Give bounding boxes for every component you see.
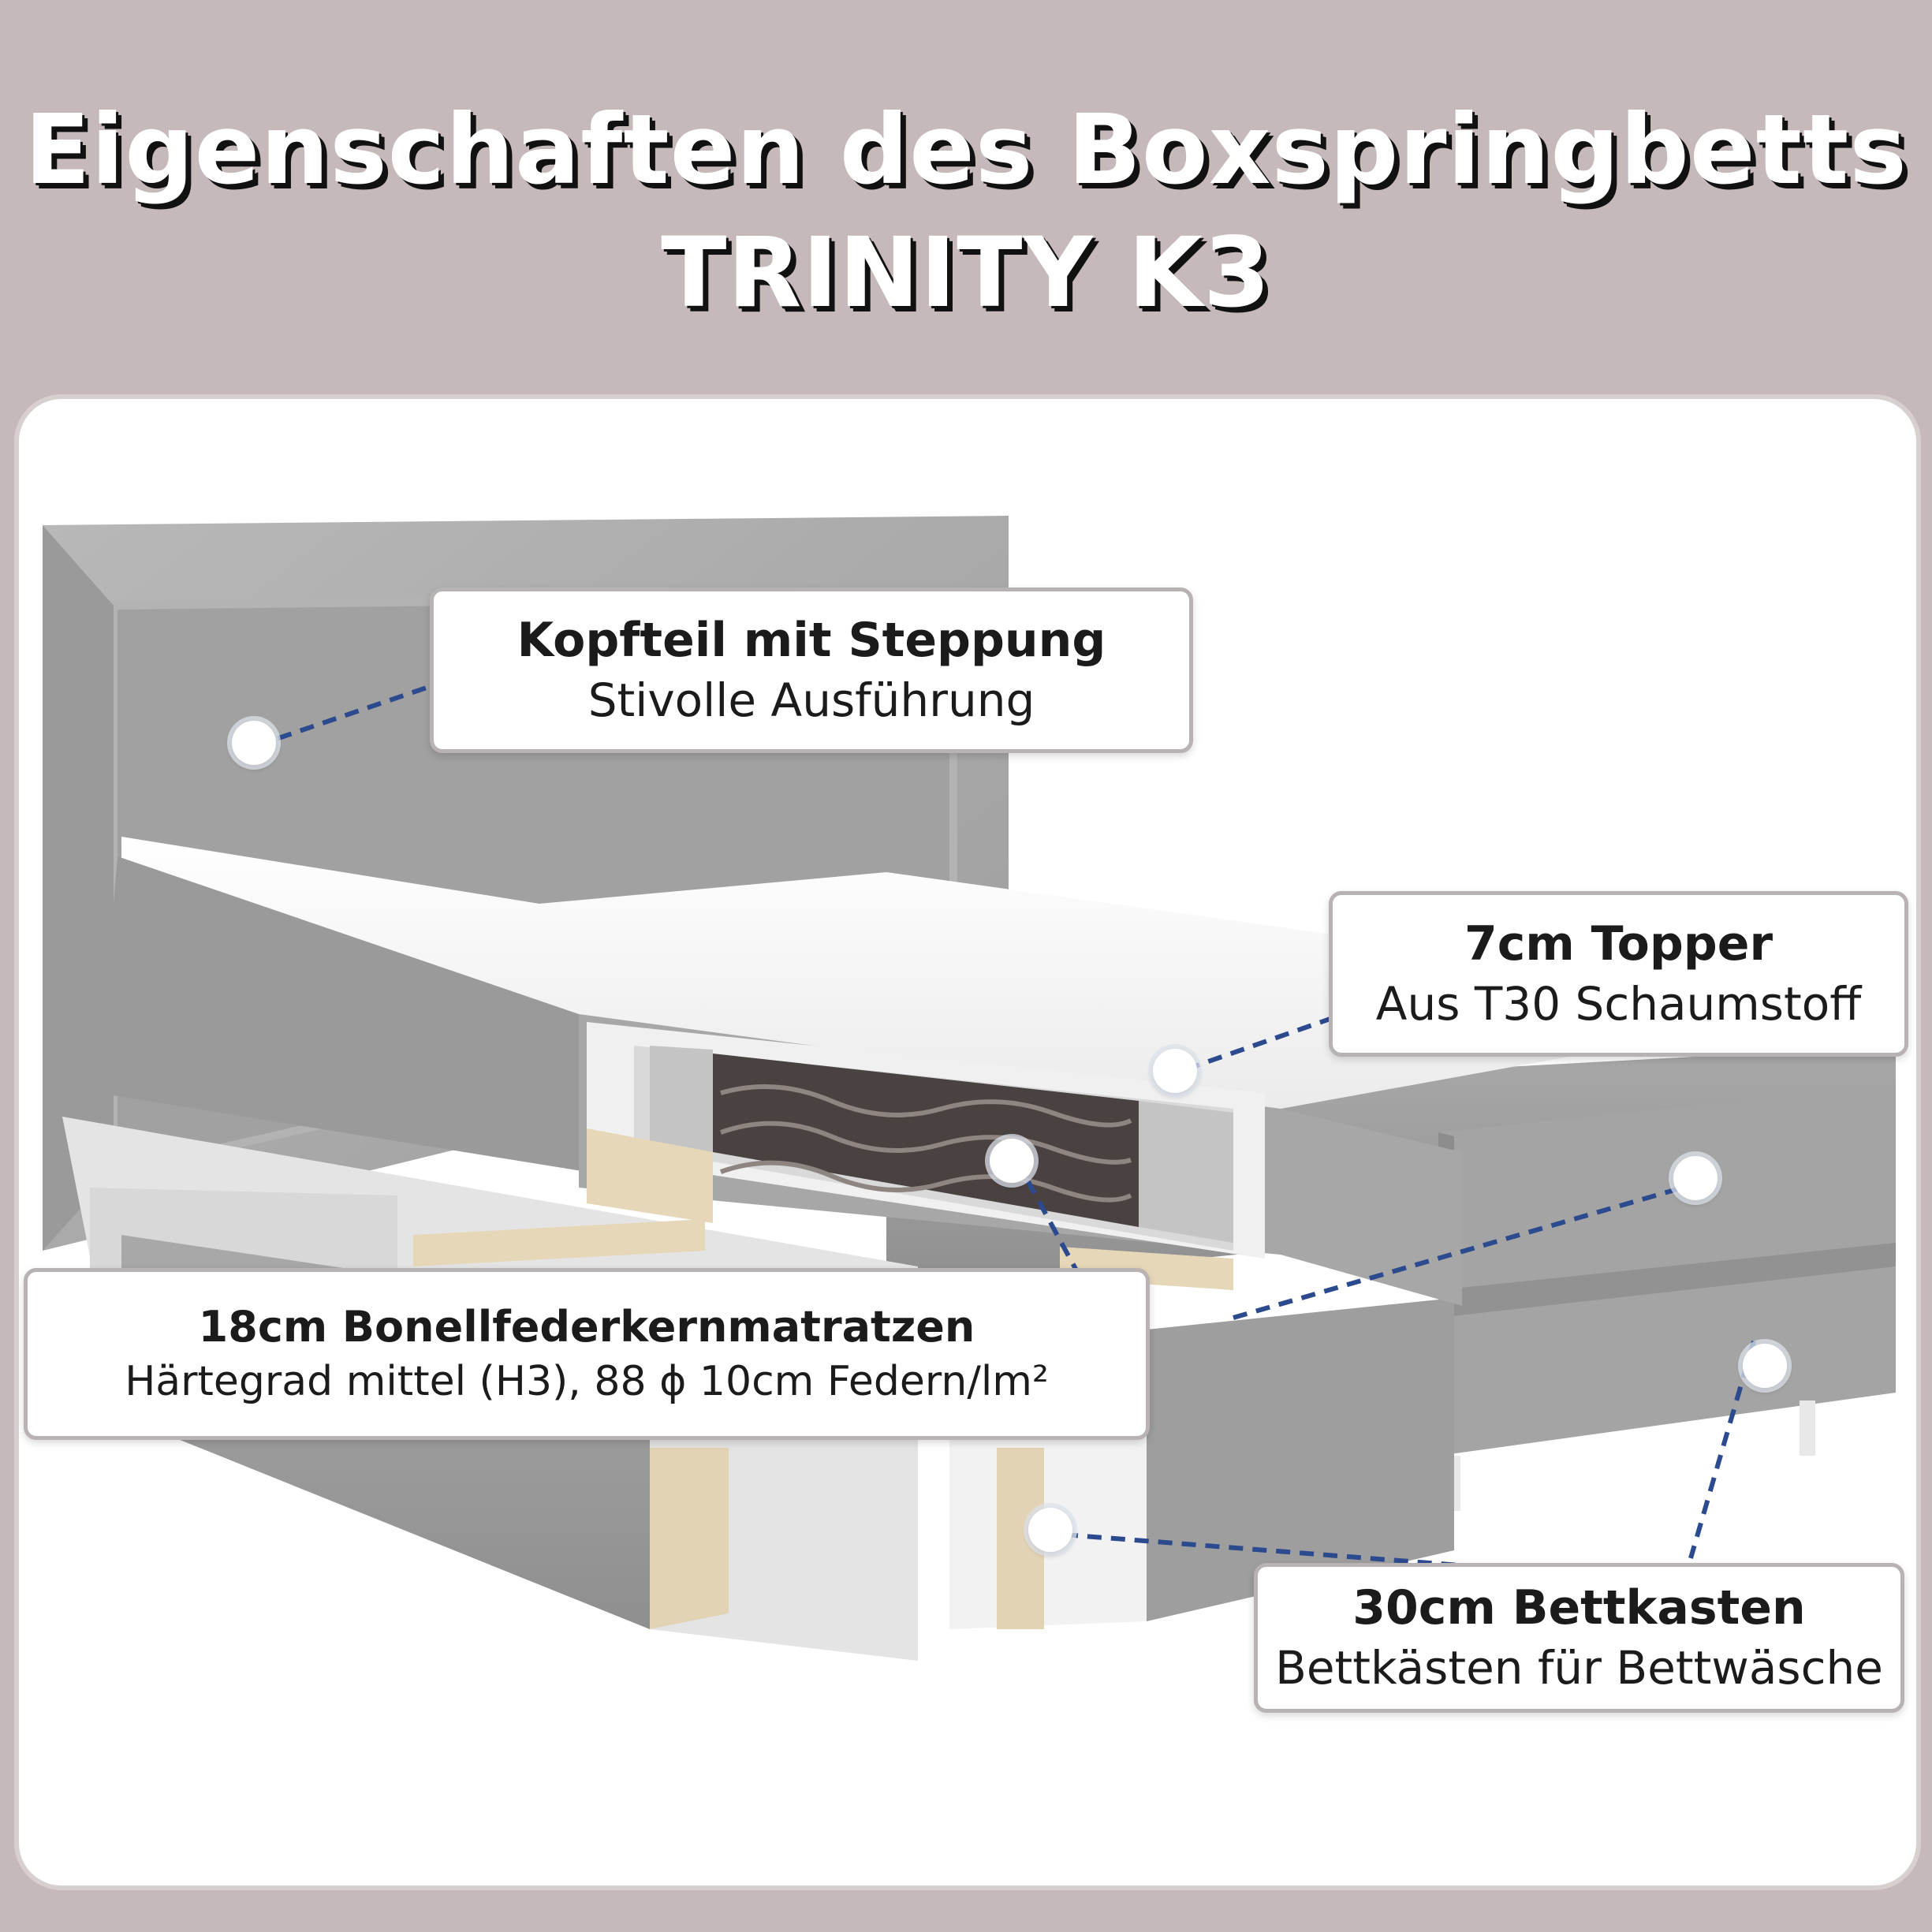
callout-matratze: 18cm Bonellfederkernmatratzen Härtegrad … [24, 1268, 1150, 1440]
callout-topper: 7cm Topper Aus T30 Schaumstoff [1329, 891, 1908, 1057]
callout-kopfteil-title: Kopfteil mit Steppung [517, 613, 1106, 668]
callout-bettkasten-subtitle: Bettkästen für Bettwäsche [1275, 1641, 1883, 1695]
callout-topper-subtitle: Aus T30 Schaumstoff [1375, 977, 1862, 1031]
topper-marker[interactable] [1153, 1049, 1197, 1093]
leader-bettkasten-c [1688, 1341, 1756, 1559]
callout-kopfteil-subtitle: Stivolle Ausführung [587, 673, 1035, 727]
callout-matratze-subtitle: Härtegrad mittel (H3), 88 ϕ 10cm Federn/… [125, 1358, 1049, 1405]
bettkasten-marker-top[interactable] [1673, 1156, 1718, 1200]
callout-topper-title: 7cm Topper [1464, 916, 1773, 972]
callout-kopfteil: Kopfteil mit Steppung Stivolle Ausführun… [430, 587, 1193, 753]
bettkasten-marker-front[interactable] [1028, 1508, 1072, 1552]
callout-matratze-title: 18cm Bonellfederkernmatratzen [198, 1302, 975, 1352]
bettkasten-marker-side[interactable] [1743, 1344, 1787, 1388]
title-line-2: TRINITY K3 [661, 217, 1271, 329]
matratze-marker[interactable] [990, 1139, 1034, 1183]
callout-bettkasten-title: 30cm Bettkasten [1352, 1580, 1806, 1635]
page-title: Eigenschaften des Boxspringbetts TRINITY… [0, 88, 1932, 334]
callout-bettkasten: 30cm Bettkasten Bettkästen für Bettwäsch… [1254, 1563, 1904, 1713]
leader-topper [1185, 1012, 1345, 1072]
kopfteil-marker[interactable] [232, 721, 276, 765]
leader-bettkasten-b [1063, 1532, 1471, 1568]
leader-bettkasten-a [1233, 1185, 1684, 1320]
leader-kopfteil [255, 684, 430, 748]
title-line-1: Eigenschaften des Boxspringbetts [24, 94, 1908, 206]
